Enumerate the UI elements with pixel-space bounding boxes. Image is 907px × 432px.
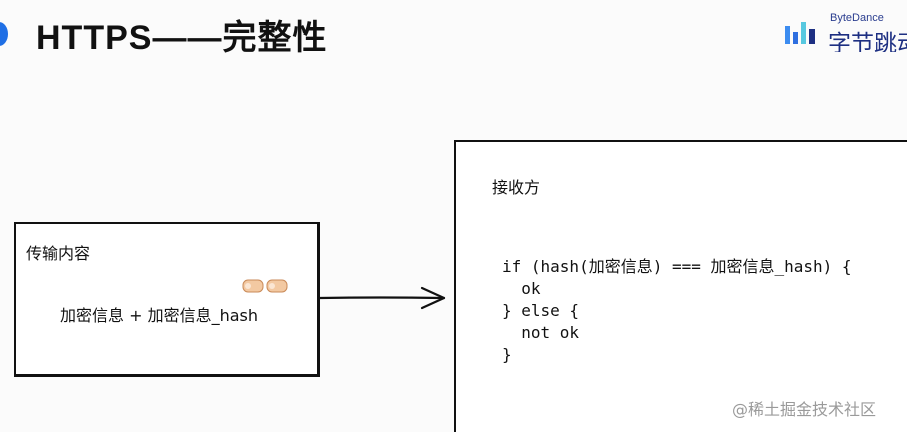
code-line: if (hash(加密信息) === 加密信息_hash) { [502,257,852,276]
bytedance-logo-icon [785,22,815,44]
code-line: ok [502,279,541,298]
brand-name-en: ByteDance [830,12,884,24]
code-line: } [502,345,512,364]
blue-dot-icon [0,22,8,46]
brand-name-cn: 字节跳动 [828,31,907,52]
arrow-right-icon [318,286,446,310]
sender-box-label: 传输内容 [26,244,91,263]
receiver-box: 接收方 if (hash(加密信息) === 加密信息_hash) { ok }… [454,140,907,432]
receiver-box-label: 接收方 [492,178,541,197]
brand: ByteDance 字节跳动 [784,10,907,52]
code-line: } else { [502,301,580,320]
verification-code: if (hash(加密信息) === 加密信息_hash) { ok } els… [502,256,852,366]
code-line: not ok [502,323,580,342]
slide-title: HTTPS——完整性 [36,19,328,57]
sender-box: 传输内容 加密信息 + 加密信息_hash [14,222,320,377]
transfer-content: 加密信息 + 加密信息_hash [60,306,259,325]
pointing-fingers-icon [242,279,288,293]
watermark: @稀土掘金技术社区 [732,400,877,419]
